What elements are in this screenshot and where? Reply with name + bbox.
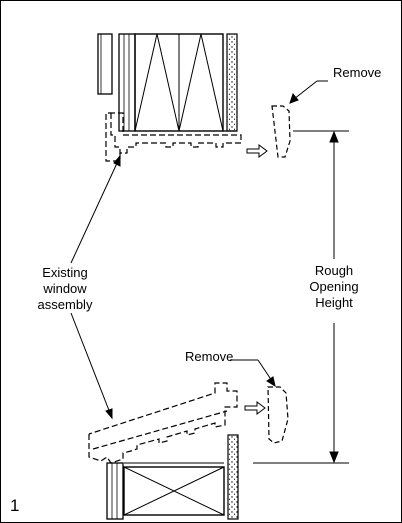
sill-wall-section [106, 434, 239, 520]
rough-opening-dimension [253, 130, 349, 464]
svg-text:Existing: Existing [42, 265, 88, 280]
dim-arrowhead-top [329, 130, 339, 143]
top-trim-piece-dashed [271, 105, 291, 158]
svg-text:Height: Height [315, 295, 353, 310]
svg-text:Opening: Opening [309, 279, 358, 294]
remove-label-top: Remove [333, 65, 381, 80]
svg-text:assembly: assembly [38, 297, 93, 312]
bottom-window-assembly-dashed [88, 382, 238, 464]
bottom-move-arrow [244, 401, 266, 415]
figure-number: 1 [10, 496, 19, 515]
rough-opening-height-label: Rough Opening Height [309, 263, 358, 310]
bottom-trim-piece-dashed [267, 386, 289, 444]
existing-window-assembly-label: Existing window assembly [38, 265, 93, 312]
top-move-arrow [246, 144, 268, 158]
leader-lines [70, 80, 328, 420]
remove-label-bottom: Remove [185, 349, 233, 364]
header-wall-section [97, 33, 238, 132]
svg-text:Rough: Rough [315, 263, 353, 278]
dim-arrowhead-bottom [329, 451, 339, 464]
svg-text:window: window [42, 281, 87, 296]
